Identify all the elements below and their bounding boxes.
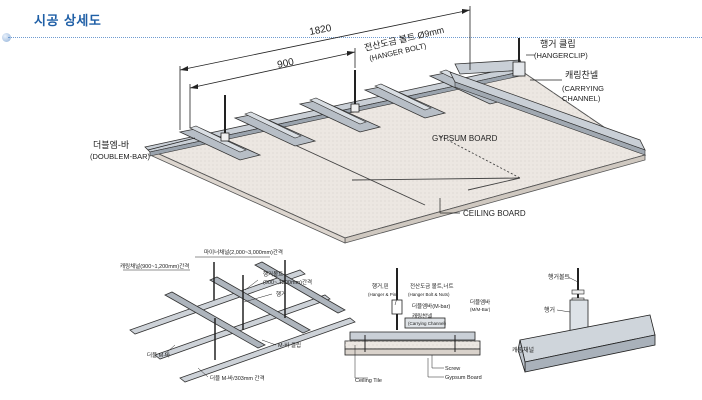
clip-carrying-label: 캐링채널 — [512, 346, 534, 354]
hanger-bolt-detail-1: 행거볼트 — [263, 270, 283, 278]
hanger-clip — [512, 61, 526, 77]
double-m-bar-grid-label: 더블 M-바 — [147, 351, 170, 359]
gypsum-label: Gypsum Board — [445, 375, 482, 381]
hanger-spacing-label: 마이너채널(2,000~3,000mm)간격 — [204, 248, 283, 256]
double-m-bar-label-en: (DOUBLEM-BAR) — [90, 152, 151, 161]
section-m-bar-label-2-en: (M/M-Bar) — [470, 307, 491, 312]
section-carrying-label: 캐링찬넬 — [412, 312, 432, 320]
hanger-pin-label-en: (Hanger & Pin) — [368, 292, 398, 297]
double-m-bar-label: 더블엠-바 — [93, 139, 130, 150]
grid-diagram: 캐링채널(900~1,200mm)간격 마이너채널(2,000~3,000mm)… — [120, 248, 356, 383]
hanger-pin-label: 행거,핀 — [372, 282, 389, 290]
carrying-spacing-label: 캐링채널(900~1,200mm)간격 — [120, 262, 189, 270]
section-m-bar-label-2: 더블엠바 — [470, 298, 490, 306]
carrying-channel-label: 캐링찬넬 — [565, 69, 598, 80]
dimension-900: 900 — [276, 57, 295, 71]
section-carrying-channel — [404, 317, 446, 329]
header-divider — [8, 37, 702, 38]
page-header: 시공 상세도 — [0, 0, 702, 42]
gypsum-board-label: GYPSUM BOARD — [432, 134, 498, 143]
ceiling-board-label: CEILING BOARD — [463, 209, 526, 218]
screw-label: Screw — [445, 366, 460, 372]
carrying-channel-label-en2: CHANNEL) — [562, 94, 601, 103]
hanger-label: 행거 — [276, 290, 286, 298]
section-gypsum-board — [344, 348, 481, 356]
section-m-bar-label: 더블엠바(M-bar) — [412, 302, 450, 310]
dimension-1820: 1820 — [308, 23, 332, 38]
section-diagram: 행거,핀 (Hanger & Pin) 전산도금 볼트,너트 (Hanger B… — [344, 268, 491, 384]
header-bullet-icon — [2, 33, 11, 42]
dimension-lines — [179, 6, 471, 130]
bolt-nut-label-en: (Hanger Bolt & Nuts) — [408, 292, 450, 297]
ceiling-tile-label: Ceiling Tile — [355, 378, 382, 384]
clip-hanger-bolt-label: 행거볼트 — [548, 273, 571, 281]
clip-hanger-label: 행거 — [544, 306, 555, 314]
section-carrying-label-en: (Carrying Channel) — [408, 321, 447, 326]
m-bar-clip-label: M-바 클립 — [278, 341, 301, 349]
hanger-clip-label: 행거 클립 — [540, 38, 576, 49]
clip-diagram: 행거볼트 행거 캐링채널 — [512, 268, 656, 373]
hanger-clip-label-en: (HANGERCLIP) — [534, 51, 588, 60]
hanger-bolt-detail-2: (900~,1200mm)간격 — [263, 278, 312, 286]
main-ceiling-diagram: 1820 900 전산도금 볼트 Ø9mm (HANGER BOLT) 행거 클… — [90, 6, 647, 244]
m-bar-spacing-label: 더블 M-바/303mm 간격 — [210, 374, 265, 382]
bolt-nut-label: 전산도금 볼트,너트 — [410, 282, 454, 290]
page-title: 시공 상세도 — [34, 14, 102, 29]
carrying-channel-label-en1: (CARRYING — [562, 84, 604, 93]
